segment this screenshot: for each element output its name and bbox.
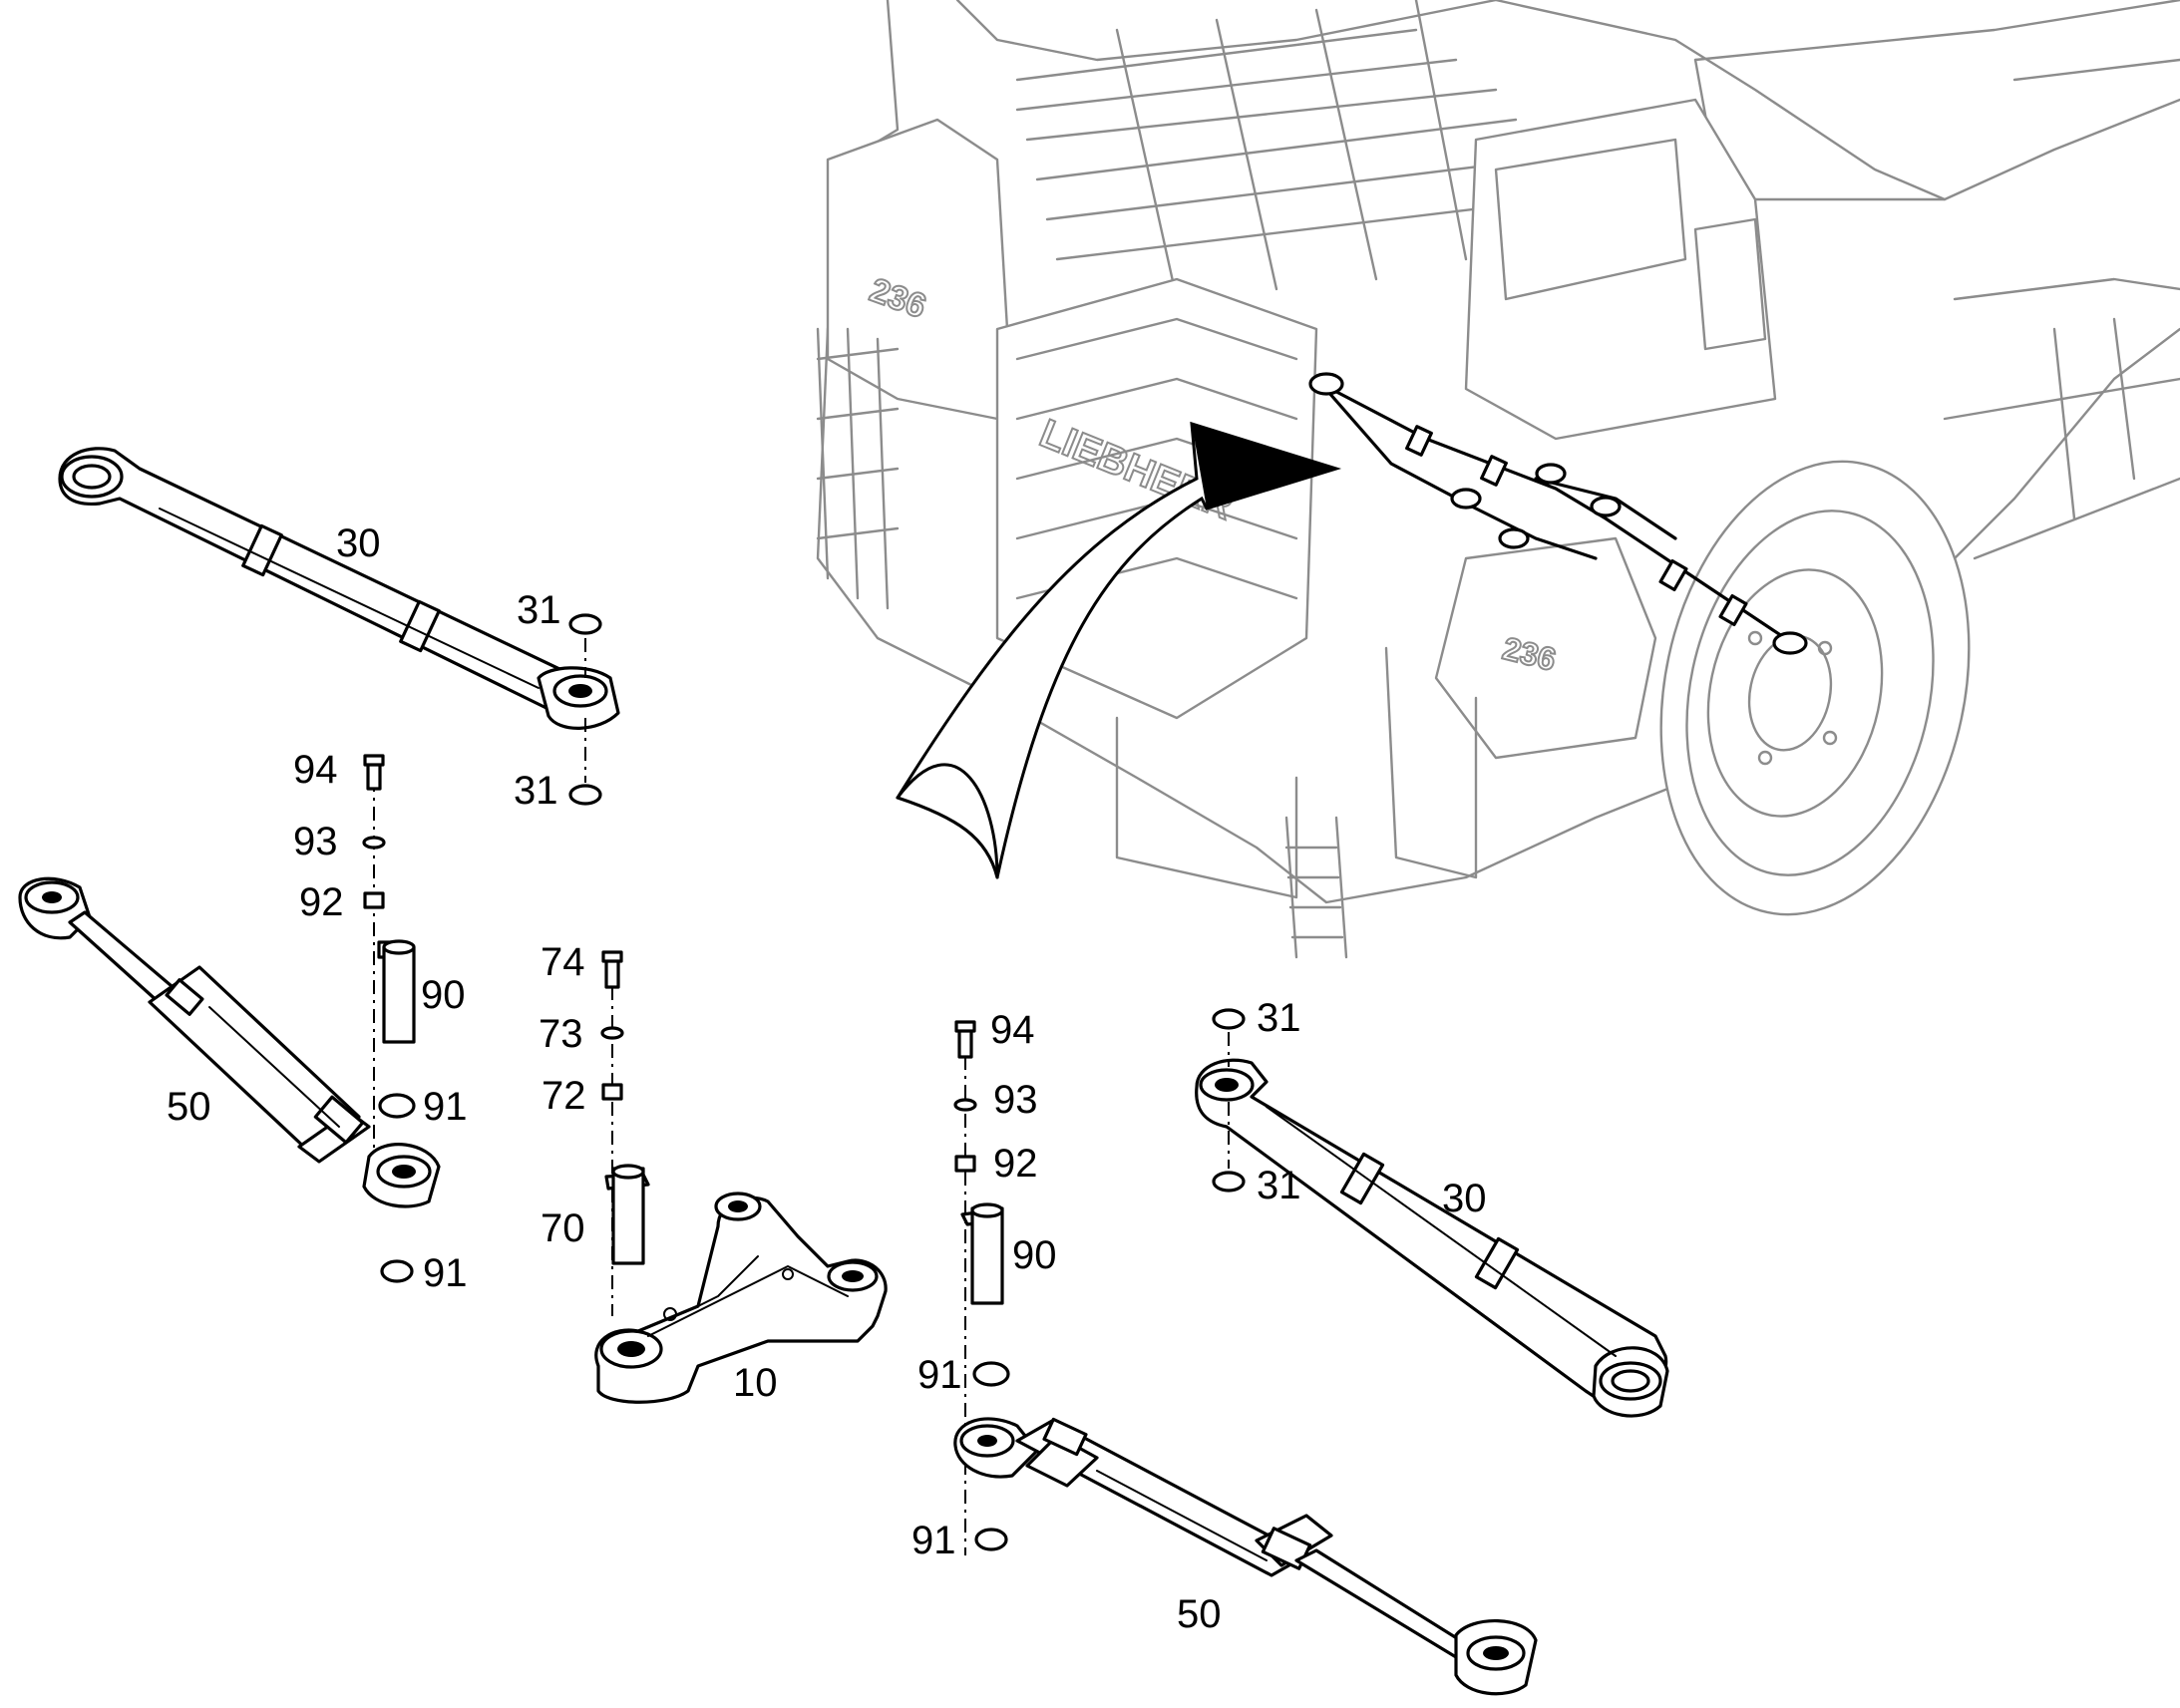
bushing-92-left [363,891,385,909]
steering-cylinder-50-right [953,1417,1538,1696]
callout-93-right: 93 [993,1078,1038,1122]
tie-rod-30-right [1195,1058,1669,1418]
callout-91-right-bottom: 91 [911,1519,956,1562]
bushing-72 [601,1083,623,1101]
washer-93-left [362,836,386,850]
washer-31-right-top [1212,1008,1246,1030]
steering-cylinder-50-left [18,876,441,1208]
callout-30-right: 30 [1442,1177,1487,1220]
tie-rod-30-upper [58,447,620,730]
bushing-91-right-bottom [974,1528,1008,1551]
callout-92-right: 92 [993,1142,1038,1186]
callout-31-right-bottom: 31 [1257,1164,1301,1207]
bushing-91-left-bottom [380,1259,414,1283]
bolt-74 [604,957,620,989]
steering-bracket-10 [594,1192,888,1404]
callout-74: 74 [541,940,585,984]
callout-92-left: 92 [299,880,344,924]
callout-91-right-top: 91 [917,1353,962,1397]
callout-31-right-top: 31 [1257,996,1301,1040]
washer-73 [600,1026,624,1040]
callout-50-right: 50 [1177,1592,1222,1636]
pin-70 [611,1167,645,1265]
washer-31-right-bottom [1212,1171,1246,1193]
callout-91-left-top: 91 [423,1085,468,1129]
bushing-91-right-top [972,1361,1010,1387]
pin-90-left [382,945,416,1044]
callout-10: 10 [733,1361,778,1405]
callout-72: 72 [542,1074,586,1118]
washer-93-right [953,1098,977,1112]
washer-31-upper-bottom [568,784,602,806]
callout-94-left: 94 [293,748,338,792]
callout-labels: 30 31 31 94 93 92 90 91 91 50 74 73 72 7… [167,521,1487,1636]
truck-illustration: 236 LIEBHERR 236 [816,0,2180,959]
callout-31-upper-bottom: 31 [514,769,558,813]
callout-73: 73 [539,1012,583,1056]
callout-93-left: 93 [293,820,338,863]
pin-stack-left [362,754,416,1283]
pin-stack-right [953,1020,1010,1555]
washer-31-upper-top [568,613,602,635]
bolt-94-right [957,1027,973,1059]
pin-stack-center [600,950,650,1316]
callout-90-left: 90 [421,973,466,1017]
callout-70: 70 [541,1206,585,1250]
callout-30-upper: 30 [336,521,381,565]
installed-steering-linkage [1308,372,1808,655]
callout-50-left: 50 [167,1085,211,1129]
pin-90-right [970,1206,1004,1305]
bushing-91-left-top [378,1093,416,1119]
callout-31-upper-top: 31 [517,588,561,632]
callout-94-right: 94 [990,1008,1035,1052]
callout-91-left-bottom: 91 [423,1251,468,1295]
bushing-92-right [954,1155,976,1173]
detail-pointer-arrow [896,421,1342,879]
callout-90-right: 90 [1012,1233,1057,1277]
